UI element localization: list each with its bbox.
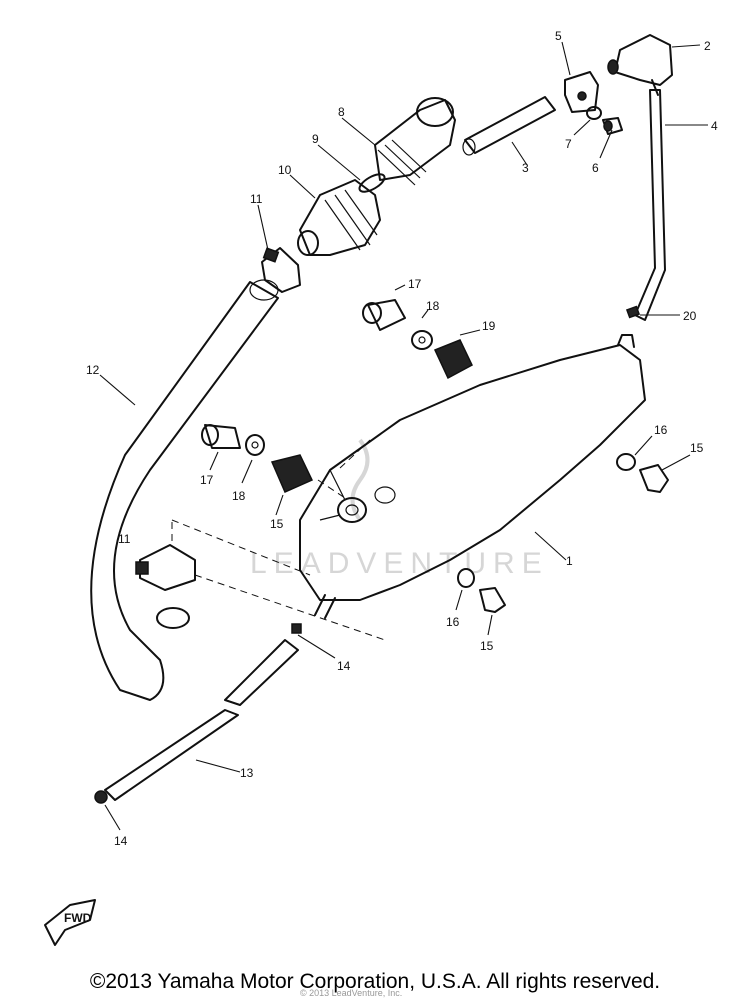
- pipe-3: [462, 96, 556, 156]
- callout-15-lower: 15: [480, 639, 494, 653]
- callout-1: 1: [566, 554, 573, 568]
- leader-lines: [99, 41, 708, 831]
- callout-17-upper: 17: [408, 277, 422, 291]
- callout-11-upper: 11: [250, 192, 263, 206]
- collar-17-upper: [362, 299, 406, 331]
- elbow-fitting: [607, 34, 673, 96]
- bolt-15-right: [639, 464, 669, 493]
- washer-16-lower: [457, 568, 475, 588]
- bracket: [564, 71, 599, 113]
- callout-3: 3: [522, 161, 529, 175]
- callout-20: 20: [683, 309, 697, 323]
- watermark-text: LEADVENTURE: [250, 547, 549, 580]
- oil-tank: [299, 334, 646, 619]
- bolt-6: [602, 117, 623, 135]
- washer-18-lower: [245, 434, 265, 456]
- bolt-15-lower: [479, 587, 506, 613]
- washer-7: [586, 106, 602, 120]
- callout-15-right: 15: [690, 441, 704, 455]
- filler-hose: [90, 279, 279, 701]
- callout-2: 2: [704, 39, 711, 53]
- callout-6: 6: [592, 161, 599, 175]
- callout-7: 7: [565, 137, 572, 151]
- hose-clamp-lower: [135, 522, 196, 591]
- callout-13: 13: [240, 766, 254, 780]
- hose-end-ring: [156, 607, 190, 629]
- callout-labels: 2 3 4 5 6 7 8 9 10 11 11 12 13 14 14 15 …: [86, 29, 718, 848]
- grommet-19-lower: [270, 454, 314, 493]
- callout-18-lower: 18: [232, 489, 246, 503]
- hose-clip: [625, 305, 641, 319]
- callout-16-right: 16: [654, 423, 668, 437]
- fwd-mark-label: FWD: [64, 911, 92, 925]
- hose-clamp-upper: [261, 247, 301, 293]
- leadventure-watermark: LEADVENTURE: [250, 438, 549, 580]
- callout-8: 8: [338, 105, 345, 119]
- callout-14-upper: 14: [337, 659, 351, 673]
- callout-16-lower: 16: [446, 615, 460, 629]
- callout-10: 10: [278, 163, 292, 177]
- copyright-notice: ©2013 Yamaha Motor Corporation, U.S.A. A…: [89, 970, 661, 993]
- collar-17-lower: [201, 424, 241, 449]
- callout-17-lower: 17: [200, 473, 214, 487]
- callout-11-lower: 11: [118, 532, 131, 546]
- washer-18-upper: [411, 330, 433, 350]
- alignment-lines: [171, 439, 386, 641]
- sub-watermark: © 2013 LeadVenture, Inc.: [300, 988, 403, 998]
- callout-14-lower: 14: [114, 834, 128, 848]
- forward-direction-arrow: FWD: [44, 899, 96, 946]
- filler-cap: [374, 97, 456, 186]
- callout-9: 9: [312, 132, 319, 146]
- washer-16-right: [616, 453, 636, 471]
- o-ring: [358, 173, 386, 193]
- grommet-19-upper: [433, 339, 473, 380]
- callout-4: 4: [711, 119, 718, 133]
- drain-hose: [104, 639, 299, 801]
- callout-18-upper: 18: [426, 299, 440, 313]
- filler-neck: [297, 179, 381, 256]
- vent-hose: [634, 89, 666, 321]
- drain-clip-top: [291, 623, 302, 634]
- callout-19: 19: [482, 319, 496, 333]
- drain-clip-bottom: [94, 790, 108, 804]
- callout-5: 5: [555, 29, 562, 43]
- callout-15-grommet: 15: [270, 517, 284, 531]
- callout-12: 12: [86, 363, 100, 377]
